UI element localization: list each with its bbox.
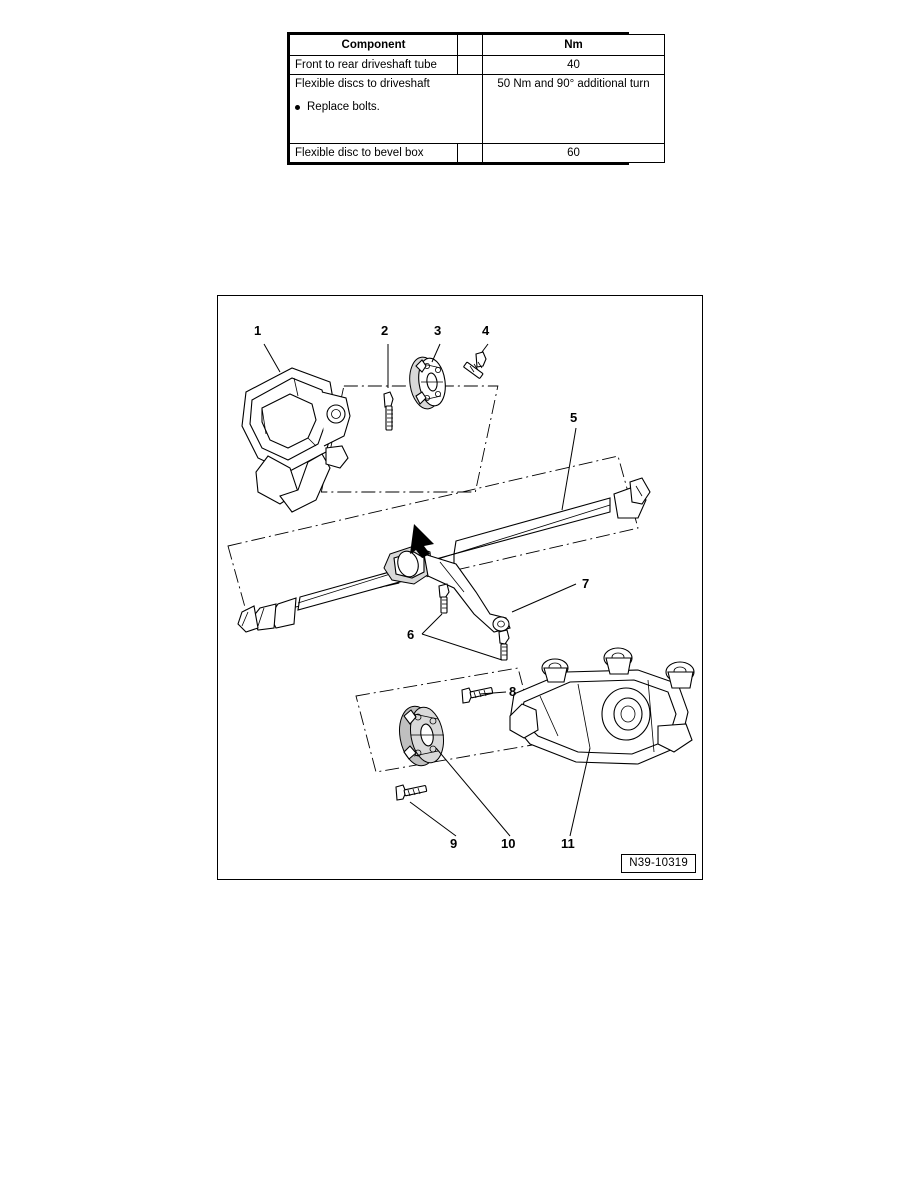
part-4-bolt (463, 351, 487, 379)
callout-2: 2 (381, 323, 389, 338)
table-body: Front to rear driveshaft tube 40 Flexibl… (289, 55, 665, 163)
part-6-bolts (438, 583, 510, 661)
part-2-bolt (383, 391, 394, 431)
part-9-bolt (395, 784, 428, 801)
callout-11: 11 (561, 836, 575, 851)
part-11-rear-final-drive (509, 647, 695, 765)
bullet-text: Replace bolts. (307, 101, 380, 113)
column-header-component: Component (289, 34, 458, 56)
table-row: Flexible disc to bevel box 60 (289, 143, 665, 163)
cell-nm: 40 (482, 55, 665, 75)
bullet-dot-icon (295, 105, 300, 110)
callout-6: 6 (407, 627, 415, 642)
table-head: Component Nm (289, 34, 665, 56)
table-row: Front to rear driveshaft tube 40 (289, 55, 665, 75)
table-header-row: Component Nm (289, 34, 665, 56)
column-header-nm: Nm (482, 34, 665, 56)
bullet-item: Replace bolts. (295, 101, 477, 113)
callout-9: 9 (450, 836, 458, 851)
part-8-bolt (461, 687, 494, 704)
figure-code-label: N39-10319 (621, 854, 696, 873)
callout-4: 4 (482, 323, 490, 338)
cell-nm: 60 (482, 143, 665, 163)
callout-1: 1 (254, 323, 262, 338)
cell-note (457, 143, 483, 163)
part-3-flexible-disc-front (409, 356, 446, 410)
part-7-center-bearing-bracket (410, 524, 511, 633)
cell-component-with-bullet: Flexible discs to driveshaft Replace bol… (289, 74, 483, 144)
cell-component: Flexible disc to bevel box (289, 143, 458, 163)
column-header-blank (457, 34, 483, 56)
callout-8: 8 (509, 684, 517, 699)
cell-nm: 50 Nm and 90° additional turn (482, 74, 665, 144)
cell-component: Front to rear driveshaft tube (289, 55, 458, 75)
table-row: Flexible discs to driveshaft Replace bol… (289, 74, 665, 144)
torque-specification-table: Component Nm Front to rear driveshaft tu… (287, 32, 665, 165)
driveshaft-diagram-svg: .ln { stroke:#000; stroke-width:1; fill:… (227, 343, 695, 837)
callout-5: 5 (570, 410, 578, 425)
part-5-driveshaft (237, 477, 651, 633)
leader-lines (263, 343, 591, 837)
mount-bushings (541, 647, 695, 689)
cell-note (457, 55, 483, 75)
callout-3: 3 (434, 323, 442, 338)
part-1-transfer-box (241, 367, 351, 513)
callout-10: 10 (501, 836, 516, 851)
torque-table: Component Nm Front to rear driveshaft tu… (289, 34, 665, 163)
driveshaft-exploded-view-figure: .ln { stroke:#000; stroke-width:1; fill:… (217, 295, 703, 880)
part-10-flexible-disc-rear (399, 705, 444, 767)
callout-7: 7 (582, 576, 590, 591)
cell-component-text: Flexible discs to driveshaft (295, 78, 430, 90)
